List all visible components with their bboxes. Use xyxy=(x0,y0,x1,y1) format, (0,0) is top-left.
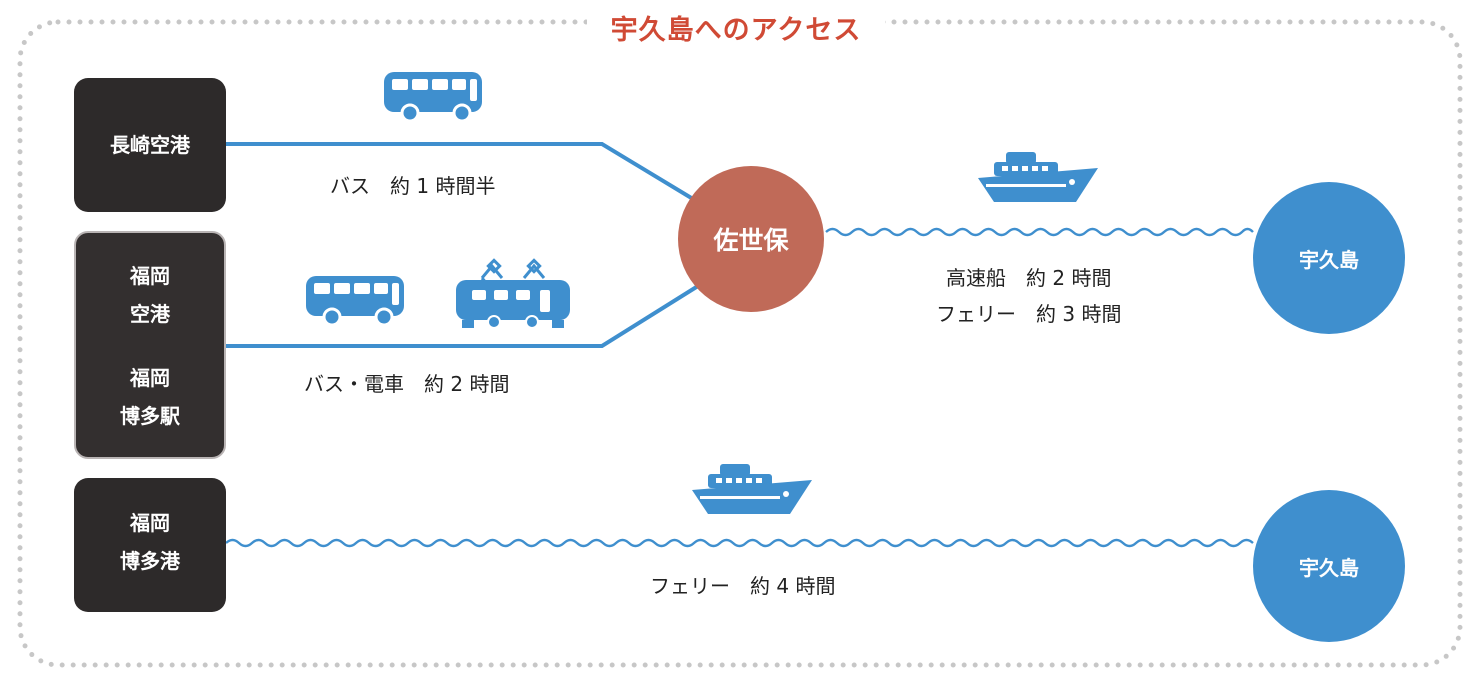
sea-route-hakata-ukujima xyxy=(225,538,1254,548)
node-hakata-port: 福岡 博多港 xyxy=(74,478,226,612)
node-label-hakata-port-1: 福岡 xyxy=(130,511,170,535)
node-label-hakata-port-2: 博多港 xyxy=(120,549,180,573)
node-nagasaki-airport: 長崎空港 xyxy=(74,78,226,212)
hub-sasebo: 佐世保 xyxy=(678,166,824,312)
node-label-fukuoka-airport-2: 空港 xyxy=(130,302,170,326)
route-label-nagasaki: バス 約 1 時間半 xyxy=(330,174,496,198)
ship-icon xyxy=(692,464,812,514)
route-label-ferry-sasebo: フェリー 約 3 時間 xyxy=(936,302,1122,326)
hub-ukujima-1: 宇久島 xyxy=(1253,182,1405,334)
route-label-fukuoka: バス・電車 約 2 時間 xyxy=(304,372,510,396)
hub-ukujima-2: 宇久島 xyxy=(1253,490,1405,642)
bus-icon xyxy=(384,72,482,123)
bus-icon xyxy=(306,276,404,327)
route-nagasaki-sasebo xyxy=(226,142,700,204)
train-icon xyxy=(456,258,570,329)
ship-icon xyxy=(978,152,1098,202)
sea-route-sasebo-ukujima xyxy=(825,227,1254,237)
node-label-hakata-station-2: 博多駅 xyxy=(120,404,180,428)
node-fukuoka-airport-station: 福岡 空港 福岡 博多駅 xyxy=(74,231,226,459)
route-label-highspeed: 高速船 約 2 時間 xyxy=(946,266,1112,290)
route-fukuoka-sasebo xyxy=(226,284,700,348)
dotted-border xyxy=(17,19,1463,668)
page-title: 宇久島へのアクセス xyxy=(0,8,1472,47)
node-label-hakata-station-1: 福岡 xyxy=(130,366,170,390)
route-label-ferry-hakata: フェリー 約 4 時間 xyxy=(650,574,836,598)
node-label-fukuoka-airport-1: 福岡 xyxy=(130,264,170,288)
